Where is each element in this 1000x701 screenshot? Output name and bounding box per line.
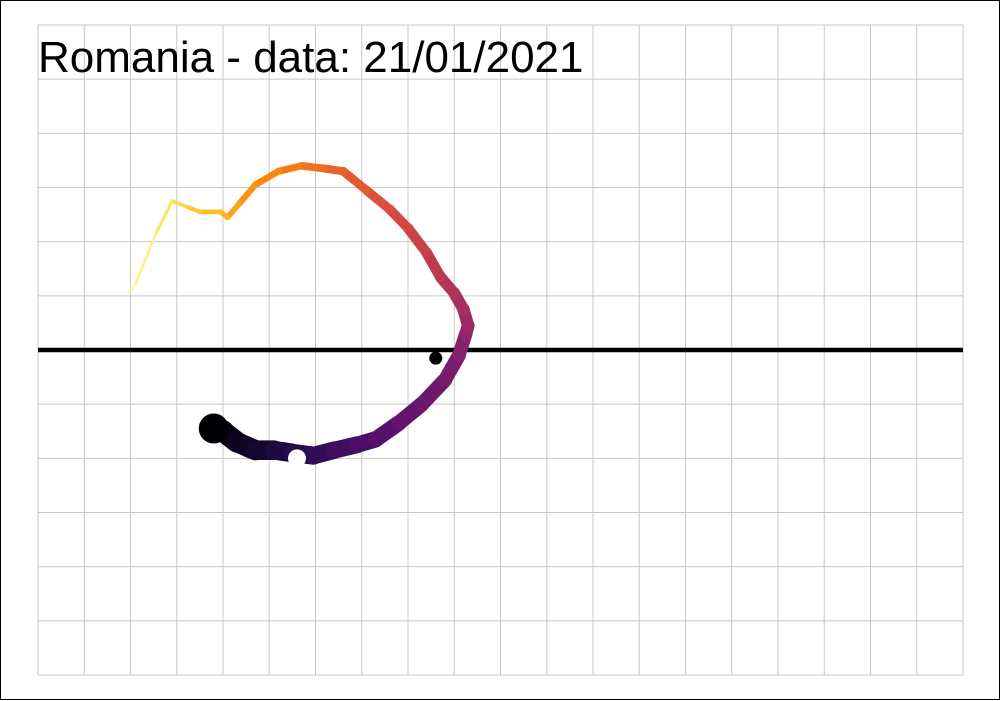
trajectory-line (127, 162, 475, 465)
trajectory-segment (133, 232, 158, 287)
reference-point-marker (288, 449, 306, 468)
trajectory-segment (274, 162, 306, 175)
trajectory-segment (297, 162, 329, 173)
trajectory-start-point (198, 413, 229, 444)
trajectory-segment (402, 223, 432, 258)
trajectory-segment (361, 185, 395, 214)
trajectory-segment (338, 166, 371, 195)
trajectory-segment (252, 167, 282, 189)
trajectory-segment (170, 199, 188, 209)
current-point-marker (429, 351, 443, 365)
trajectory-segment (127, 283, 137, 295)
trajectory-segment (224, 200, 242, 221)
trajectory-segment (154, 199, 174, 236)
chart-title: Romania - data: 21/01/2021 (38, 33, 584, 82)
trajectory-segment (183, 204, 202, 214)
trajectory-segment (236, 181, 259, 207)
